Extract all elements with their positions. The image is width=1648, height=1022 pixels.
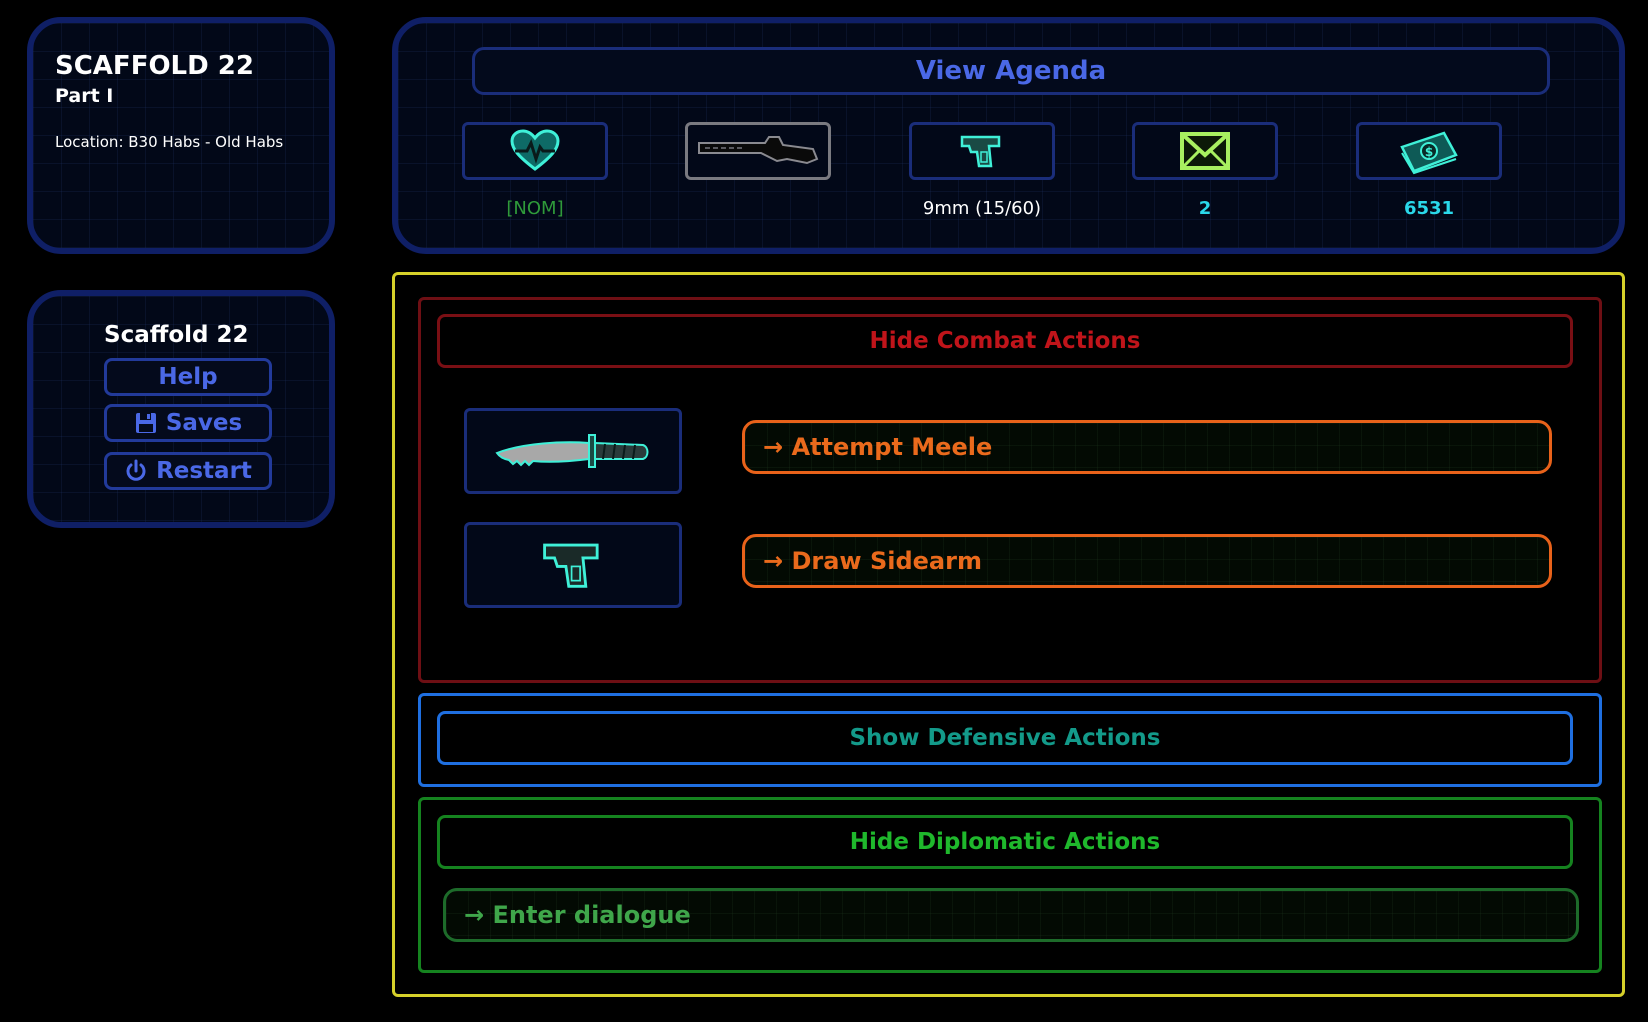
story-panel: SCAFFOLD 22 Part I Location: B30 Habs - … bbox=[27, 17, 335, 254]
saves-label: Saves bbox=[165, 410, 243, 436]
messages-stat-box[interactable] bbox=[1132, 122, 1278, 180]
health-stat-box[interactable] bbox=[462, 122, 608, 180]
draw-sidearm-button[interactable]: → Draw Sidearm bbox=[742, 534, 1552, 588]
rifle-icon bbox=[698, 136, 819, 165]
help-label: Help bbox=[158, 364, 218, 390]
knife-slot bbox=[464, 408, 682, 494]
menu-panel: Scaffold 22 Help Saves Restart bbox=[27, 290, 335, 528]
ammo-label: 9mm (15/60) bbox=[922, 198, 1042, 219]
defensive-section: Show Defensive Actions bbox=[418, 693, 1602, 787]
actions-frame: Hide Combat Actions → Attempt Meele → Dr… bbox=[392, 272, 1625, 997]
story-title: SCAFFOLD 22 bbox=[55, 51, 254, 81]
rifle-stat-box[interactable] bbox=[685, 122, 831, 180]
sidearm-slot bbox=[464, 522, 682, 608]
heart-pulse-icon bbox=[510, 129, 560, 171]
show-defensive-actions-button[interactable]: Show Defensive Actions bbox=[437, 711, 1573, 765]
diplomatic-section: Hide Diplomatic Actions → Enter dialogue bbox=[418, 797, 1602, 973]
knife-icon bbox=[495, 434, 649, 468]
envelope-icon bbox=[1180, 132, 1230, 170]
attempt-melee-button[interactable]: → Attempt Meele bbox=[742, 420, 1552, 474]
enter-dialogue-button[interactable]: → Enter dialogue bbox=[443, 888, 1579, 942]
restart-label: Restart bbox=[156, 458, 252, 484]
saves-button[interactable]: Saves bbox=[104, 404, 272, 442]
power-icon bbox=[126, 459, 146, 481]
ammo-stat-box[interactable] bbox=[909, 122, 1055, 180]
cash-icon: $ bbox=[1400, 131, 1458, 175]
hide-diplomatic-actions-button[interactable]: Hide Diplomatic Actions bbox=[437, 815, 1573, 869]
health-status-label: [NOM] bbox=[506, 198, 564, 219]
view-agenda-button[interactable]: View Agenda bbox=[472, 47, 1550, 95]
menu-title: Scaffold 22 bbox=[104, 322, 249, 348]
status-panel: View Agenda [NOM] 9mm (15/60) 2 bbox=[392, 17, 1625, 254]
hide-combat-actions-button[interactable]: Hide Combat Actions bbox=[437, 314, 1573, 368]
combat-section: Hide Combat Actions → Attempt Meele → Dr… bbox=[418, 297, 1602, 683]
money-amount: 6531 bbox=[1403, 198, 1455, 219]
story-part: Part I bbox=[55, 85, 114, 107]
messages-count: 2 bbox=[1198, 198, 1212, 219]
svg-text:$: $ bbox=[1425, 145, 1433, 159]
pistol-icon bbox=[960, 135, 1001, 168]
restart-button[interactable]: Restart bbox=[104, 452, 272, 490]
help-button[interactable]: Help bbox=[104, 358, 272, 396]
money-stat-box[interactable]: $ bbox=[1356, 122, 1502, 180]
floppy-disk-icon bbox=[135, 413, 156, 433]
pistol-icon bbox=[543, 543, 599, 588]
location-text: Location: B30 Habs - Old Habs bbox=[55, 133, 284, 151]
